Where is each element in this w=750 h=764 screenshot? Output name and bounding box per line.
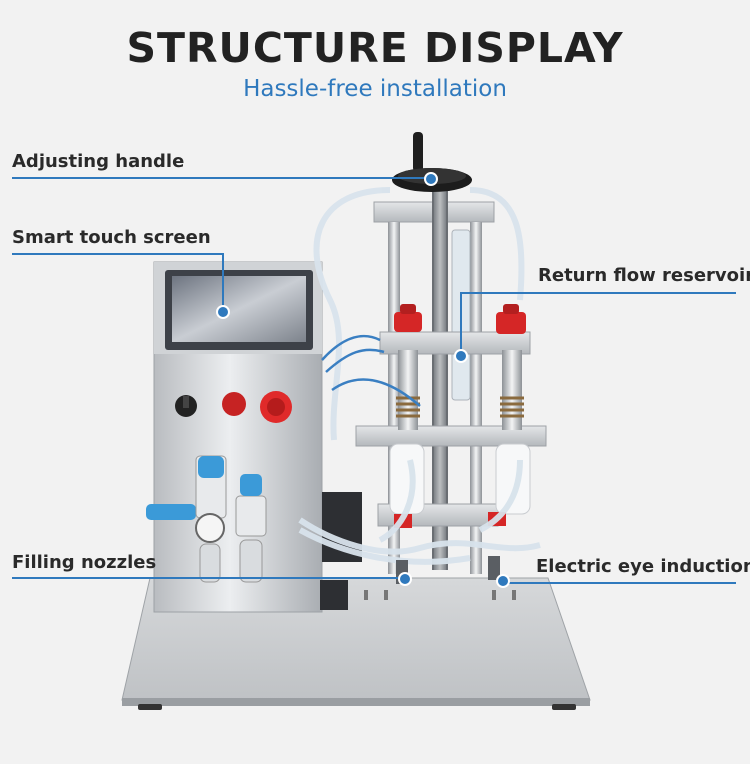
- air-lines: [321, 334, 421, 407]
- callout-filling-nozzles: Filling nozzles: [12, 552, 157, 573]
- callout-dot-electric-eye-induction: [496, 574, 510, 588]
- callout-line-smart-touch-screen: [12, 253, 224, 255]
- control-cabinet: [153, 261, 323, 613]
- callout-line-return-flow-reservoir: [460, 292, 736, 294]
- callout-adjusting-handle: Adjusting handle: [12, 151, 185, 172]
- callout-dot-return-flow-reservoir: [454, 349, 468, 363]
- page-title: STRUCTURE DISPLAY: [126, 24, 624, 72]
- callout-dot-filling-nozzles: [398, 572, 412, 586]
- callout-return-flow-reservoir: Return flow reservoir: [538, 265, 750, 286]
- callout-smart-touch-screen: Smart touch screen: [12, 227, 211, 248]
- callout-electric-eye-induction: Electric eye induction: [536, 556, 750, 577]
- page-subtitle: Hassle-free installation: [243, 76, 507, 102]
- callout-line-electric-eye-induction: [500, 582, 736, 584]
- callout-line-filling-nozzles: [12, 577, 406, 579]
- filter-regulator: [146, 455, 267, 583]
- tubing: [298, 187, 541, 565]
- callout-vline-return-flow-reservoir: [460, 292, 462, 354]
- callout-line-adjusting-handle: [12, 177, 430, 179]
- callout-dot-smart-touch-screen: [216, 305, 230, 319]
- callout-dot-adjusting-handle: [424, 172, 438, 186]
- callout-vline-smart-touch-screen: [222, 253, 224, 309]
